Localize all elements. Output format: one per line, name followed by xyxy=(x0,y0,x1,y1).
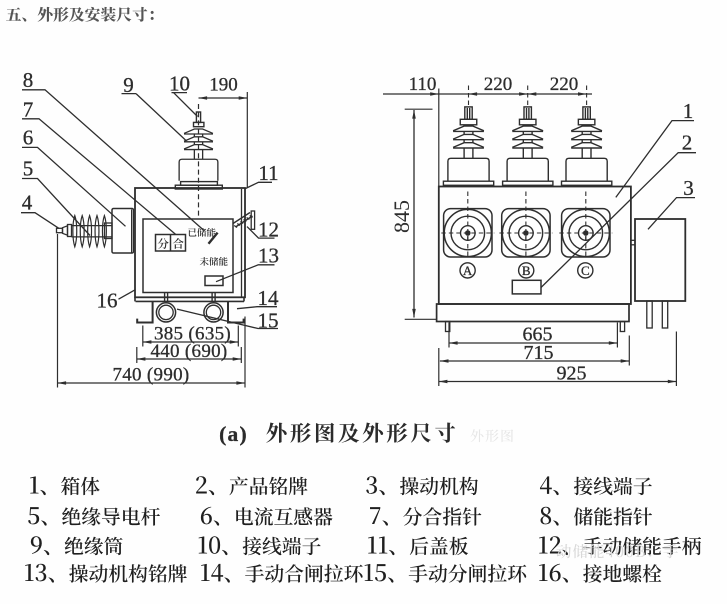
svg-text:8: 8 xyxy=(23,68,34,92)
svg-text:6: 6 xyxy=(23,126,34,150)
svg-text:3: 3 xyxy=(683,176,694,200)
svg-text:13: 13 xyxy=(258,244,279,268)
svg-text:5: 5 xyxy=(23,157,34,181)
svg-text:14: 14 xyxy=(258,286,280,310)
svg-text:925: 925 xyxy=(557,363,587,385)
svg-text:440 (690): 440 (690) xyxy=(150,341,227,362)
svg-text:A: A xyxy=(463,263,473,278)
svg-text:220: 220 xyxy=(550,74,579,95)
svg-text:B: B xyxy=(522,263,531,278)
svg-text:845: 845 xyxy=(389,200,414,233)
svg-text:10: 10 xyxy=(169,72,190,96)
svg-text:15: 15 xyxy=(258,309,279,333)
svg-text:16: 16 xyxy=(97,289,118,313)
svg-text:385 (635): 385 (635) xyxy=(154,324,231,345)
svg-text:12: 12 xyxy=(258,218,279,242)
svg-text:665: 665 xyxy=(523,324,553,346)
svg-text:740 (990): 740 (990) xyxy=(112,365,189,386)
svg-text:1: 1 xyxy=(683,99,694,123)
svg-text:9: 9 xyxy=(123,73,134,97)
svg-text:715: 715 xyxy=(524,342,554,364)
svg-text:110: 110 xyxy=(409,74,437,95)
svg-text:(a): (a) xyxy=(219,422,248,446)
svg-text:C: C xyxy=(581,263,590,278)
svg-text:7: 7 xyxy=(23,98,34,122)
svg-text:4: 4 xyxy=(22,191,33,215)
svg-text:190: 190 xyxy=(209,75,238,96)
svg-text:11: 11 xyxy=(258,161,278,185)
svg-text:220: 220 xyxy=(484,74,513,95)
svg-text:2: 2 xyxy=(682,131,693,155)
